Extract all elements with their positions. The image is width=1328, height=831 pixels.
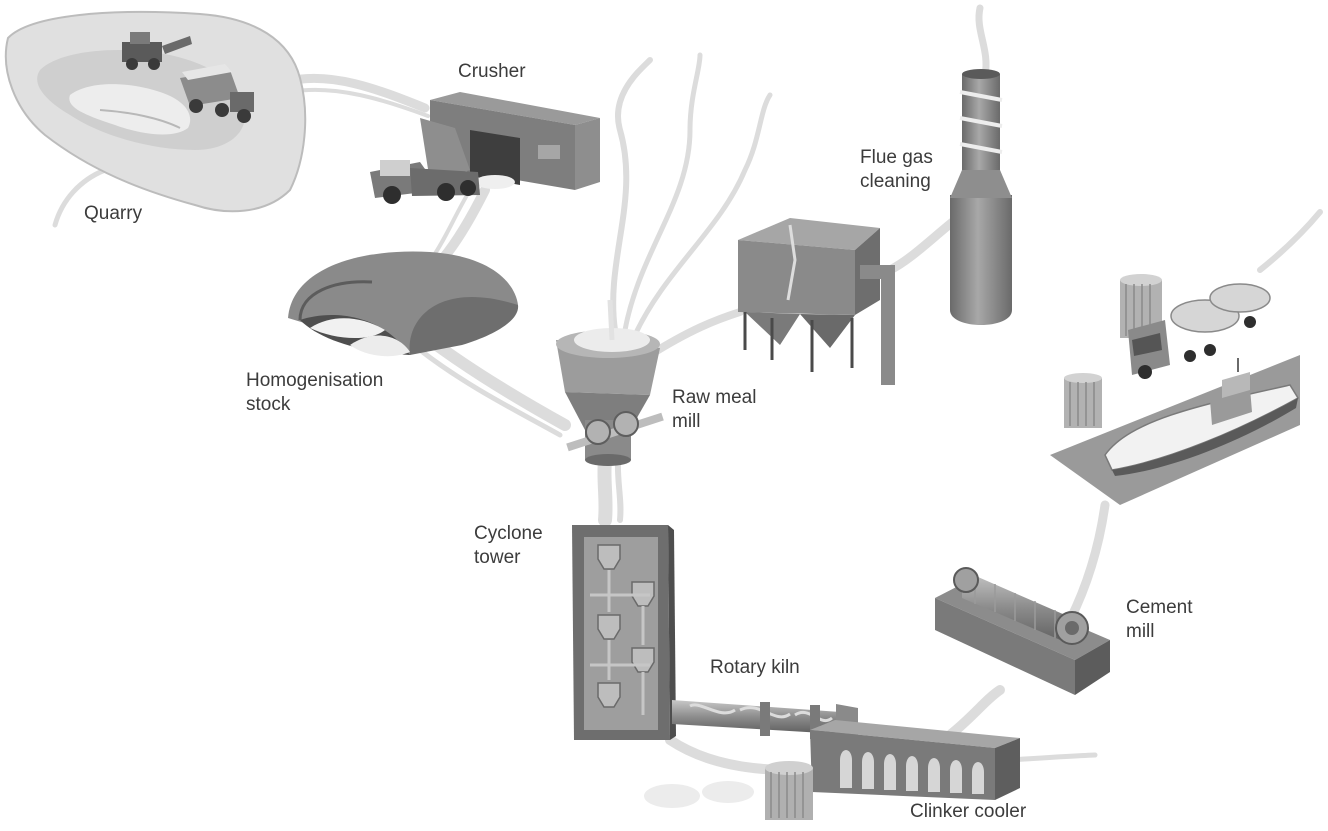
label-homogenisation-stock: Homogenisation stock bbox=[246, 370, 384, 415]
stream-gas-rising-1 bbox=[610, 57, 653, 333]
flue-gas-stack-illustration bbox=[950, 69, 1012, 325]
label-clinker-cooler: Clinker cooler bbox=[910, 801, 1027, 822]
raw-meal-mill-illustration bbox=[556, 299, 664, 466]
stream-mill-filter bbox=[646, 308, 744, 359]
cement-silo-small-icon bbox=[1064, 373, 1102, 428]
stream-dispatch-truck bbox=[1257, 209, 1323, 273]
cement-mill-illustration bbox=[935, 567, 1110, 695]
cyclone-tower-illustration bbox=[572, 525, 676, 740]
label-cement-mill: Cement mill bbox=[1126, 597, 1193, 642]
stream-gas-rising-3 bbox=[632, 92, 773, 338]
cement-tanker-truck-icon bbox=[1128, 283, 1271, 379]
stream-cooler-cementmill bbox=[945, 685, 1005, 740]
label-cyclone-tower: Cyclone tower bbox=[474, 523, 543, 568]
flue-gas-filter-illustration bbox=[738, 218, 895, 385]
stream-gas-rising-2 bbox=[622, 52, 703, 333]
material-flow-streams bbox=[52, 4, 1323, 775]
quarry-illustration bbox=[4, 10, 307, 213]
stream-stock-mill bbox=[424, 334, 571, 431]
clinker-silo-icon bbox=[765, 761, 813, 820]
label-raw-meal-mill: Raw meal mill bbox=[672, 387, 757, 432]
excavator-icon bbox=[122, 32, 192, 70]
quarry-dump-truck-icon bbox=[180, 64, 254, 123]
clinker-pile-2 bbox=[702, 781, 754, 803]
clinker-pile-1 bbox=[644, 784, 700, 808]
cement-dispatch-illustration bbox=[1050, 274, 1300, 505]
stream-quarry-tail bbox=[52, 167, 108, 228]
crusher-dump-truck-icon bbox=[370, 118, 480, 204]
stream-stack-exhaust bbox=[975, 4, 990, 79]
stream-filter-stack bbox=[885, 215, 960, 275]
label-rotary-kiln: Rotary kiln bbox=[710, 657, 800, 678]
label-quarry: Quarry bbox=[84, 203, 143, 224]
label-crusher: Crusher bbox=[458, 61, 526, 82]
stream-cooler-out bbox=[1007, 752, 1098, 763]
crusher-illustration bbox=[370, 92, 600, 204]
homogenisation-stock-illustration bbox=[288, 251, 519, 357]
label-flue-gas-cleaning: Flue gas cleaning bbox=[860, 147, 933, 192]
stream-cementmill-dispatch bbox=[1065, 500, 1110, 625]
stream-mill-cyclone bbox=[597, 453, 613, 527]
clinker-cooler-illustration bbox=[644, 720, 1020, 820]
cargo-ship-icon bbox=[1104, 358, 1300, 476]
